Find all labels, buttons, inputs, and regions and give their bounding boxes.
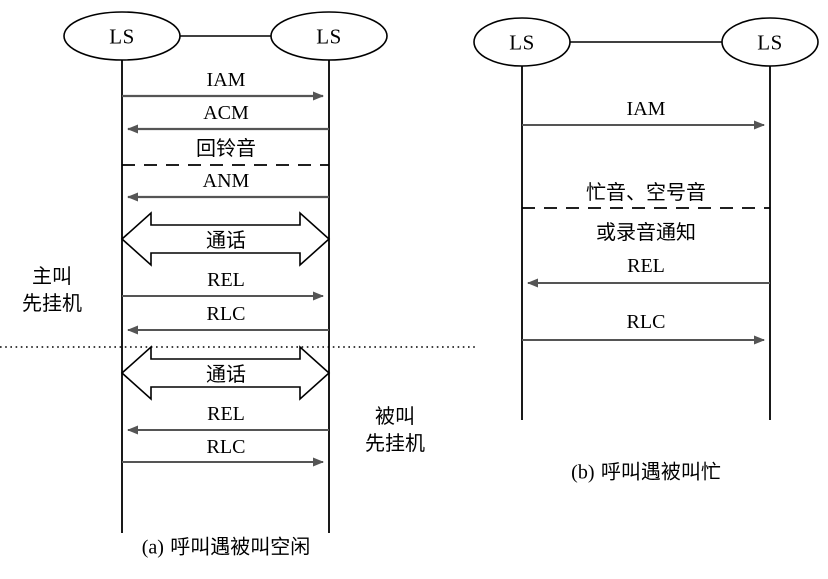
message-label-a-ringback: 回铃音 bbox=[196, 136, 256, 160]
message-label-b-tone-busy: 忙音、空号音 bbox=[586, 180, 706, 204]
side-note-callee-line-1: 被叫 bbox=[375, 404, 415, 428]
message-label-b-rlc: RLC bbox=[626, 311, 666, 333]
panel-a-caption-index: (a) bbox=[141, 536, 164, 559]
message-label-a-talk-1: 通话 bbox=[206, 228, 246, 252]
node-label-b-right: LS bbox=[757, 30, 783, 55]
side-note-caller-line-1: 主叫 bbox=[32, 264, 72, 288]
panel-b-caption-text: 呼叫遇被叫忙 bbox=[600, 459, 721, 484]
panel-a-caption: (a) 呼叫遇被叫空闲 bbox=[142, 537, 311, 558]
panel-a-messages bbox=[120, 91, 331, 467]
message-label-a-acm: ACM bbox=[203, 102, 249, 124]
message-label-b-tone-announcement: 或录音通知 bbox=[596, 220, 696, 244]
side-note-callee-line-2: 先挂机 bbox=[365, 431, 425, 455]
message-label-a-anm: ANM bbox=[202, 170, 250, 192]
message-label-a-rlc-1: RLC bbox=[206, 303, 246, 325]
panel-b-caption-index: (b) bbox=[571, 461, 595, 484]
message-label-a-rel-2: REL bbox=[207, 403, 245, 425]
side-note-caller-hangup: 主叫 先挂机 bbox=[22, 263, 82, 317]
message-label-a-rlc-2: RLC bbox=[206, 436, 246, 458]
node-label-a-left: LS bbox=[109, 24, 135, 49]
message-label-a-rel-1: REL bbox=[207, 269, 245, 291]
panel-a-caption-text: 呼叫遇被叫空闲 bbox=[170, 534, 311, 559]
side-note-caller-line-2: 先挂机 bbox=[22, 291, 82, 315]
message-shape-a-talk1 bbox=[120, 211, 331, 267]
panel-b-messages bbox=[522, 120, 770, 345]
message-label-b-iam: IAM bbox=[626, 98, 666, 120]
side-note-callee-hangup: 被叫 先挂机 bbox=[365, 403, 425, 457]
message-label-a-talk-2: 通话 bbox=[206, 362, 246, 386]
message-label-a-iam: IAM bbox=[206, 69, 246, 91]
message-shape-a-talk2 bbox=[120, 345, 331, 401]
panel-b-caption: (b) 呼叫遇被叫忙 bbox=[571, 462, 721, 483]
node-label-b-left: LS bbox=[509, 30, 535, 55]
node-label-a-right: LS bbox=[316, 24, 342, 49]
message-label-b-rel: REL bbox=[627, 255, 665, 277]
panel-a-nodes bbox=[63, 11, 388, 61]
